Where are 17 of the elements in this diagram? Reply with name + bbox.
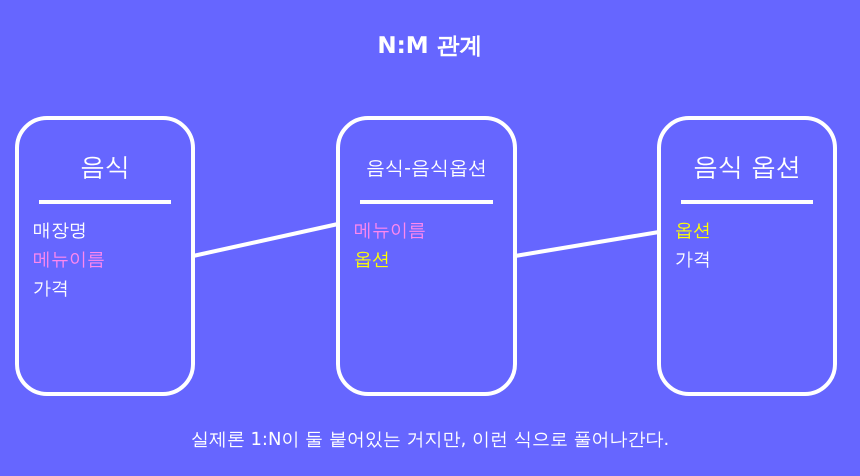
attribute-text: 가격 xyxy=(675,248,711,271)
attribute-text: 메뉴이름 xyxy=(354,219,426,242)
attribute-text: 매장명 xyxy=(33,219,87,242)
connector-line xyxy=(192,222,338,258)
attribute-text: 가격 xyxy=(33,277,69,300)
connector-line xyxy=(514,230,660,258)
entity-box xyxy=(657,116,837,396)
entity-box xyxy=(336,116,517,396)
attribute-text: 옵션 xyxy=(675,219,711,242)
entity-box xyxy=(15,116,195,396)
attribute-text: 메뉴이름 xyxy=(33,248,105,271)
caption-text: 실제론 1:N이 둘 붙어있는 거지만, 이런 식으로 풀어나간다. xyxy=(190,428,670,451)
entity-title: 음식 xyxy=(79,151,131,183)
attribute-text: 옵션 xyxy=(354,248,390,271)
entity-title: 음식-음식옵션 xyxy=(365,156,488,181)
diagram-title: N:M 관계 xyxy=(376,32,484,61)
entity-title: 음식 옵션 xyxy=(692,151,802,183)
